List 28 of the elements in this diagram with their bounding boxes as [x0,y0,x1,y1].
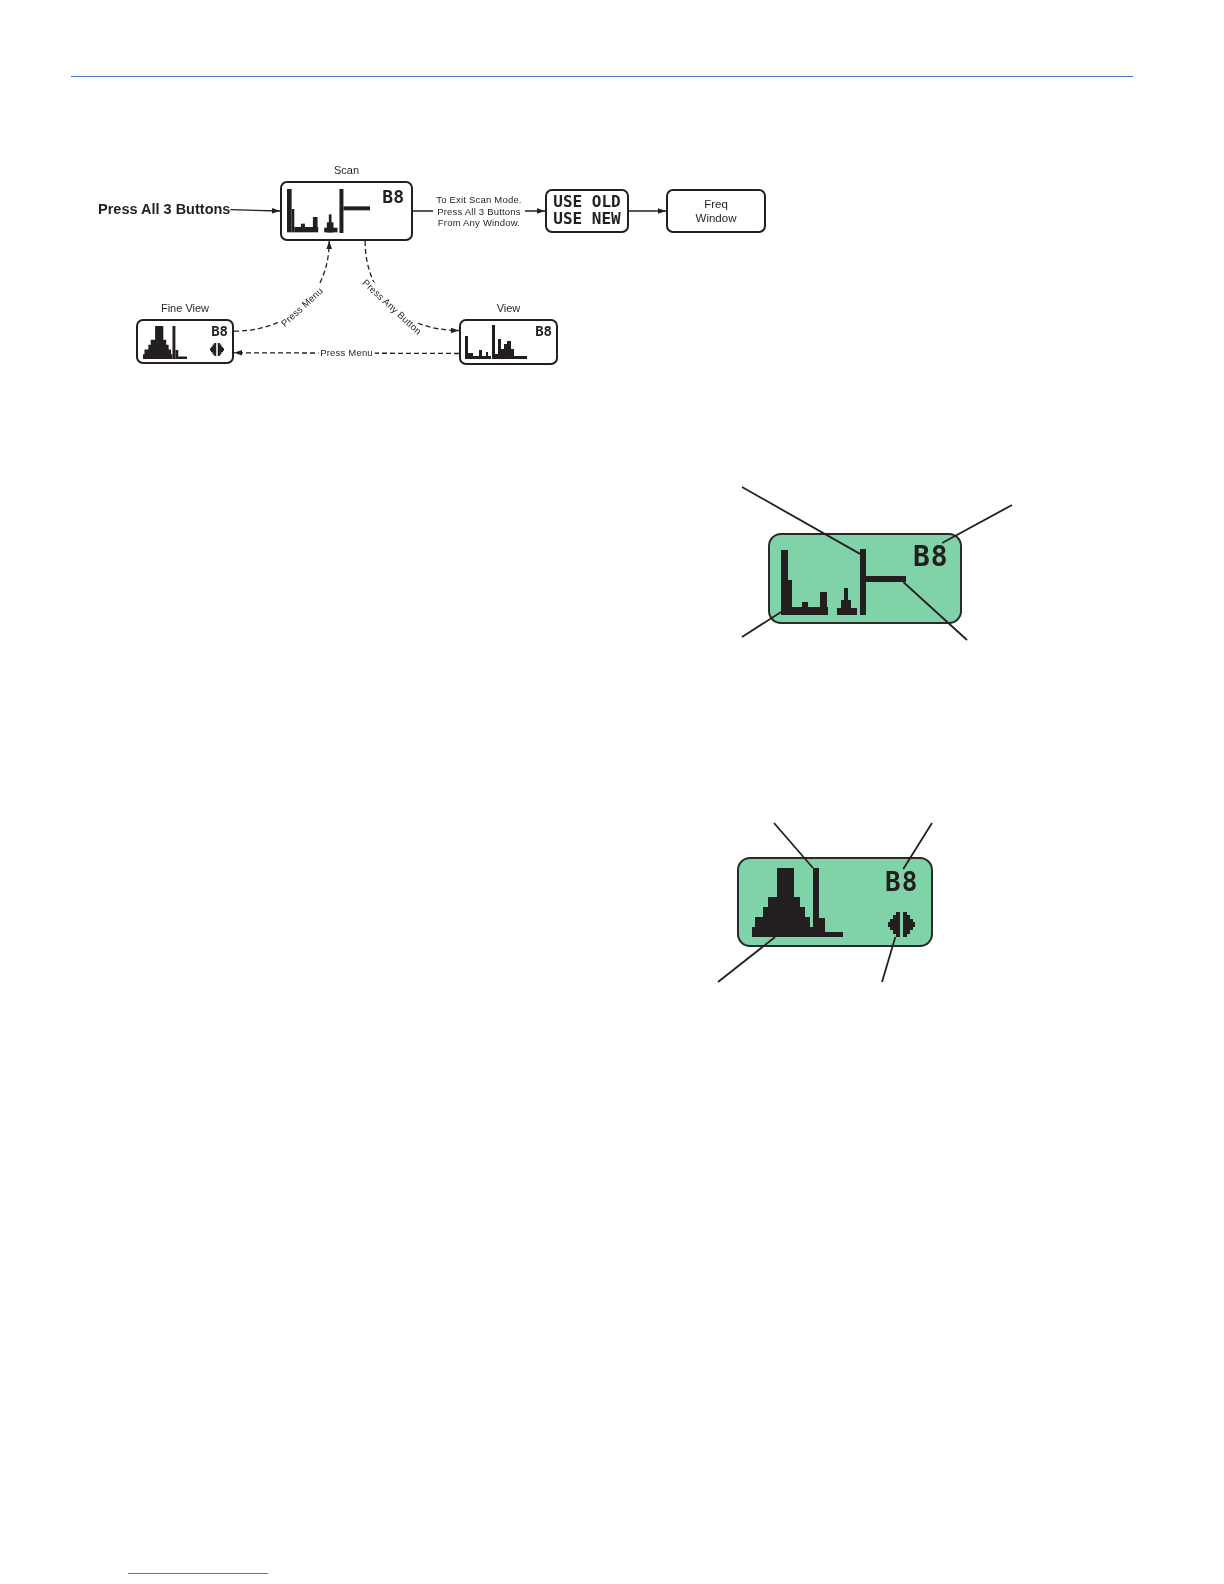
leader-line [941,504,1013,544]
edge-label: Press Menu [318,347,375,359]
leader-line [717,936,776,983]
display-readout: B8 [535,324,552,338]
leader-line [741,611,782,638]
bar-graph-icon [781,550,857,615]
leader-line [902,581,968,641]
lcd-screen [737,857,933,947]
display-readout: B8 [382,188,404,206]
screen-title: View [496,302,521,315]
node-label: Freq Window [695,196,737,226]
instruction-text: Press All 3 Buttons [98,201,231,219]
edge-label: To Exit Scan Mode. Press All 3 Buttons From Any Window. [433,193,525,229]
left-right-arrows-icon [888,912,915,937]
display-readout: B8 [885,869,919,895]
process-box [666,189,766,233]
lcd-screen [545,189,629,233]
peak-graph-icon [752,868,843,937]
arrow [229,208,281,214]
display-readout: USE OLD USE NEW [553,194,621,228]
lcd-screen [768,533,962,624]
arrow [628,208,667,214]
display-readout: B8 [211,324,228,338]
screen-title: Scan [333,164,360,177]
leader-line [881,936,897,983]
screen-title: Fine View [160,302,210,315]
display-readout: B8 [913,543,949,571]
leader-line [741,486,861,555]
